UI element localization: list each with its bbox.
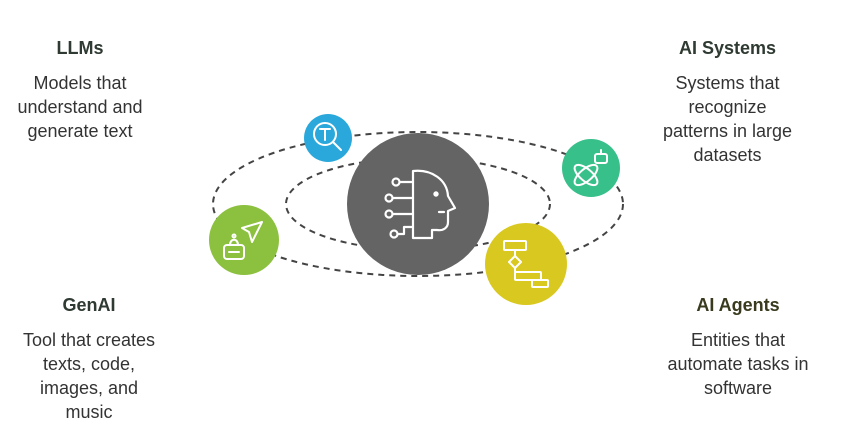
ai-agents-block: AI Agents Entities that automate tasks i… xyxy=(648,295,828,400)
genai-desc-line: texts, code, xyxy=(42,354,136,374)
outer-orbit xyxy=(212,131,624,277)
ai-systems-description: Systems that recognize patterns in large… xyxy=(640,71,815,167)
robot-pointer-icon xyxy=(223,221,263,260)
robot-atom-icon xyxy=(573,149,608,187)
genai-block: GenAI Tool that creates texts, code, ima… xyxy=(8,295,170,424)
genai-desc-line: images, and xyxy=(39,378,139,398)
ai-head-icon xyxy=(384,169,457,240)
ai-systems-title: AI Systems xyxy=(678,38,777,58)
ai-agents-title: AI Agents xyxy=(696,295,780,315)
ai-agents-desc-line: Entities that xyxy=(690,330,786,350)
ai-systems-desc-line: patterns in large xyxy=(662,121,793,141)
ai-systems-desc-line: Systems that xyxy=(675,73,780,93)
llms-description: Models that understand and generate text xyxy=(10,71,150,143)
ai-agents-desc-line: software xyxy=(703,378,773,398)
genai-node xyxy=(209,205,279,275)
genai-description: Tool that creates texts, code, images, a… xyxy=(8,328,170,424)
ai-systems-node xyxy=(562,139,620,197)
magnifier-text-icon xyxy=(313,122,342,151)
ai-systems-block: AI Systems Systems that recognize patter… xyxy=(640,38,815,167)
llms-title: LLMs xyxy=(56,38,104,58)
ai-systems-desc-line: datasets xyxy=(693,145,762,165)
center-node xyxy=(347,133,489,275)
genai-desc-line: music xyxy=(65,402,113,422)
ai-agents-node xyxy=(485,223,567,305)
ai-agents-description: Entities that automate tasks in software xyxy=(648,328,828,400)
genai-desc-line: Tool that creates xyxy=(22,330,156,350)
workflow-icon xyxy=(503,240,549,288)
genai-title: GenAI xyxy=(62,295,116,315)
ai-systems-desc-line: recognize xyxy=(688,97,767,117)
ai-agents-desc-line: automate tasks in xyxy=(667,354,809,374)
llms-desc-line: generate text xyxy=(27,121,133,141)
llms-desc-line: understand and xyxy=(17,97,143,117)
llms-block: LLMs Models that understand and generate… xyxy=(10,38,150,143)
llms-desc-line: Models that xyxy=(33,73,127,93)
llms-node xyxy=(304,114,352,162)
